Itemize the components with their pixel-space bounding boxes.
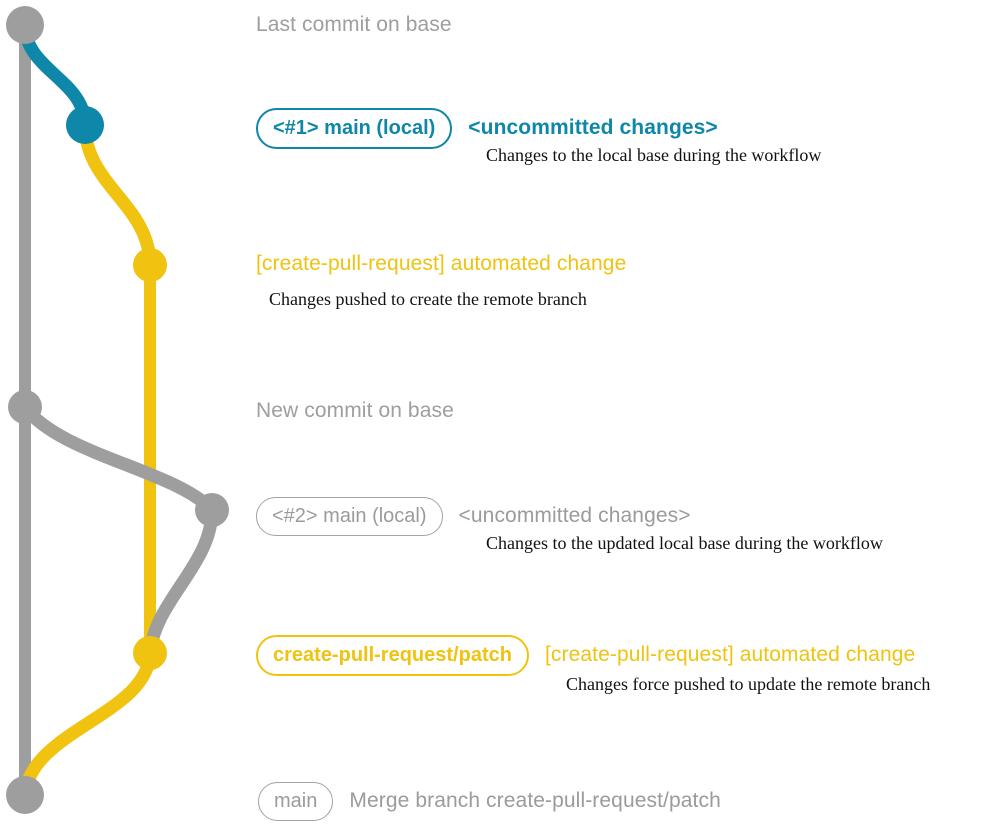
ref-badge-main-local-1[interactable]: <#1> main (local) xyxy=(256,108,453,149)
node-merge-commit[interactable] xyxy=(6,776,44,814)
commit-note-automated-1: Changes pushed to create the remote bran… xyxy=(269,289,587,309)
commit-row-automated-2: create-pull-request/patch [create-pull-r… xyxy=(256,635,915,676)
edge-local2-to-patch2 xyxy=(143,503,219,660)
edge-local1-to-patch1 xyxy=(78,118,157,272)
commit-subject-last-commit-on-base: Last commit on base xyxy=(256,13,452,36)
commit-row-local-2: <#2> main (local) <uncommitted changes> xyxy=(256,497,691,536)
commit-row-new-commit-on-base: New commit on base xyxy=(256,399,454,423)
commit-note-automated-2: Changes force pushed to update the remot… xyxy=(566,674,931,694)
commit-row-local-1: <#1> main (local) <uncommitted changes> xyxy=(256,108,718,149)
node-automated-change-1[interactable] xyxy=(133,248,167,282)
commit-row-merge: main Merge branch create-pull-request/pa… xyxy=(258,782,721,821)
commit-subject-local-1: <uncommitted changes> xyxy=(468,116,718,139)
edge-base2-to-local2 xyxy=(18,400,219,517)
commit-subject-merge: Merge branch create-pull-request/patch xyxy=(349,789,721,812)
node-new-commit-on-base[interactable] xyxy=(8,390,42,424)
ref-badge-create-pull-request-patch[interactable]: create-pull-request/patch xyxy=(256,635,529,676)
ref-badge-main[interactable]: main xyxy=(258,782,334,821)
commit-row-last-commit-on-base: Last commit on base xyxy=(256,13,452,37)
node-automated-change-2[interactable] xyxy=(133,636,167,670)
commit-subject-local-2: <uncommitted changes> xyxy=(458,504,691,527)
commit-subject-automated-1: [create-pull-request] automated change xyxy=(256,252,627,275)
commit-note-local-1: Changes to the local base during the wor… xyxy=(486,145,822,165)
commit-note-local-2: Changes to the updated local base during… xyxy=(486,533,883,553)
commit-subject-new-commit-on-base: New commit on base xyxy=(256,399,454,422)
node-local-commit-1[interactable] xyxy=(66,106,104,144)
commit-subject-automated-2: [create-pull-request] automated change xyxy=(544,643,916,666)
node-last-commit-on-base[interactable] xyxy=(6,6,44,44)
ref-badge-main-local-2[interactable]: <#2> main (local) xyxy=(256,497,443,536)
commit-row-automated-1: [create-pull-request] automated change xyxy=(256,252,626,276)
edge-patch2-to-merge xyxy=(18,646,157,802)
node-local-commit-2[interactable] xyxy=(195,493,229,527)
